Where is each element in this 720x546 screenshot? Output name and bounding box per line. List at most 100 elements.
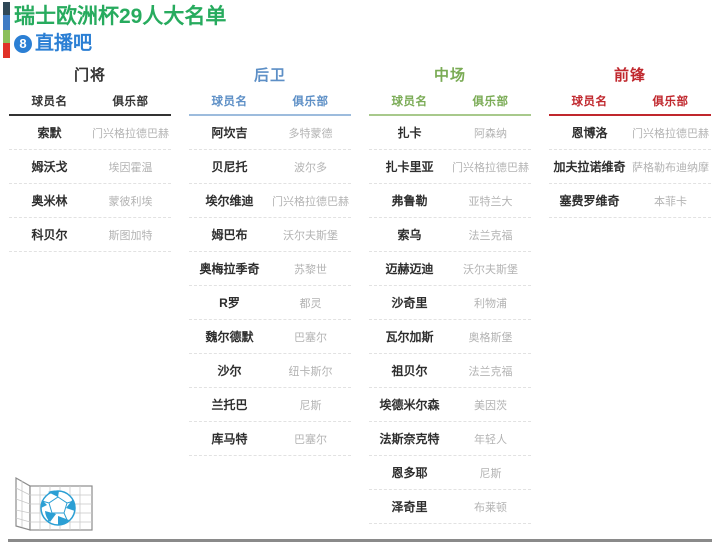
table-row[interactable]: 扎卡 阿森纳 xyxy=(369,116,531,150)
table-row[interactable]: 沙尔 纽卡斯尔 xyxy=(189,354,351,388)
header-club: 俱乐部 xyxy=(652,96,689,108)
column-header-defender: 球员名 俱乐部 xyxy=(189,88,351,116)
player-club: 门兴格拉德巴赫 xyxy=(272,195,349,208)
table-row[interactable]: 库马特 巴塞尔 xyxy=(189,422,351,456)
player-name: 科贝尔 xyxy=(31,228,68,242)
table-row[interactable]: 弗鲁勒 亚特兰大 xyxy=(369,184,531,218)
table-row[interactable]: 奥梅拉季奇 苏黎世 xyxy=(189,252,351,286)
player-name: 泽奇里 xyxy=(391,500,428,514)
player-club: 巴塞尔 xyxy=(294,433,327,446)
accent-segment-navy xyxy=(3,2,10,16)
column-defender: 后卫 球员名 俱乐部 阿坎吉 多特蒙德 贝尼托 波尔多 埃尔维迪 门兴格拉德巴赫… xyxy=(180,64,360,524)
table-row[interactable]: 迈赫迈迪 沃尔夫斯堡 xyxy=(369,252,531,286)
player-club: 奥格斯堡 xyxy=(468,331,513,344)
player-name: 瓦尔加斯 xyxy=(385,330,434,344)
player-club: 斯图加特 xyxy=(108,229,153,242)
player-club: 沃尔夫斯堡 xyxy=(463,263,518,276)
player-club: 法兰克福 xyxy=(468,229,513,242)
player-name: 兰托巴 xyxy=(211,398,248,412)
player-name: 奥米林 xyxy=(31,194,68,208)
header-club: 俱乐部 xyxy=(292,96,329,108)
table-row[interactable]: 加夫拉诺维奇 萨格勒布迪纳摩 xyxy=(549,150,711,184)
player-club: 巴塞尔 xyxy=(294,331,327,344)
column-title-defender: 后卫 xyxy=(253,67,286,84)
table-row[interactable]: 索乌 法兰克福 xyxy=(369,218,531,252)
player-name: 埃德米尔森 xyxy=(379,398,440,412)
player-name: 库马特 xyxy=(211,432,248,446)
brand-name: 直播吧 xyxy=(35,33,93,54)
player-name: 魏尔德默 xyxy=(205,330,254,344)
player-club: 利物浦 xyxy=(474,297,507,310)
table-row[interactable]: 姆沃戈 埃因霍温 xyxy=(9,150,171,184)
table-row[interactable]: 索默 门兴格拉德巴赫 xyxy=(9,116,171,150)
table-row[interactable]: 泽奇里 布莱顿 xyxy=(369,490,531,524)
player-name: 姆巴布 xyxy=(211,228,248,242)
player-name: 加夫拉诺维奇 xyxy=(553,160,626,174)
player-club: 多特蒙德 xyxy=(288,127,333,140)
table-row[interactable]: 科贝尔 斯图加特 xyxy=(9,218,171,252)
table-row[interactable]: 沙奇里 利物浦 xyxy=(369,286,531,320)
table-row[interactable]: 瓦尔加斯 奥格斯堡 xyxy=(369,320,531,354)
soccer-goal-icon xyxy=(12,466,104,536)
player-club: 美因茨 xyxy=(474,399,507,412)
header-club: 俱乐部 xyxy=(112,96,149,108)
column-title-goalkeeper: 门将 xyxy=(73,67,106,84)
accent-segment-red xyxy=(3,43,10,58)
table-row[interactable]: 奥米林 蒙彼利埃 xyxy=(9,184,171,218)
table-row[interactable]: 兰托巴 尼斯 xyxy=(189,388,351,422)
table-row[interactable]: R罗 都灵 xyxy=(189,286,351,320)
player-name: 索乌 xyxy=(397,228,422,242)
player-club: 苏黎世 xyxy=(294,263,327,276)
accent-color-bar xyxy=(3,2,10,58)
player-club: 蒙彼利埃 xyxy=(108,195,153,208)
column-title-midfield: 中场 xyxy=(433,67,466,84)
player-club: 波尔多 xyxy=(294,161,327,174)
player-name: 贝尼托 xyxy=(211,160,248,174)
table-row[interactable]: 魏尔德默 巴塞尔 xyxy=(189,320,351,354)
player-name: 索默 xyxy=(37,126,62,140)
table-row[interactable]: 扎卡里亚 门兴格拉德巴赫 xyxy=(369,150,531,184)
player-club: 尼斯 xyxy=(479,467,502,480)
table-row[interactable]: 恩多耶 尼斯 xyxy=(369,456,531,490)
table-row[interactable]: 埃德米尔森 美因茨 xyxy=(369,388,531,422)
table-row[interactable]: 塞费罗维奇 本菲卡 xyxy=(549,184,711,218)
table-row[interactable]: 阿坎吉 多特蒙德 xyxy=(189,116,351,150)
header-player-name: 球员名 xyxy=(391,96,428,108)
accent-segment-green xyxy=(3,30,10,44)
player-club: 年轻人 xyxy=(474,433,507,446)
player-name: 迈赫迈迪 xyxy=(385,262,434,276)
page-header: 瑞士欧洲杯29人大名单 8 直播吧 xyxy=(0,0,720,58)
header-club: 俱乐部 xyxy=(472,96,509,108)
player-club: 纽卡斯尔 xyxy=(288,365,333,378)
table-row[interactable]: 恩博洛 门兴格拉德巴赫 xyxy=(549,116,711,150)
column-header-goalkeeper: 球员名 俱乐部 xyxy=(9,88,171,116)
table-row[interactable]: 法斯奈克特 年轻人 xyxy=(369,422,531,456)
column-header-midfield: 球员名 俱乐部 xyxy=(369,88,531,116)
player-name: 姆沃戈 xyxy=(31,160,68,174)
header-player-name: 球员名 xyxy=(571,96,608,108)
player-name: 恩博洛 xyxy=(571,126,608,140)
player-club: 阿森纳 xyxy=(474,127,507,140)
column-midfield: 中场 球员名 俱乐部 扎卡 阿森纳 扎卡里亚 门兴格拉德巴赫 弗鲁勒 亚特兰大 … xyxy=(360,64,540,524)
brand-logo: 8 直播吧 xyxy=(14,32,720,56)
player-name: 扎卡里亚 xyxy=(385,160,434,174)
player-name: 恩多耶 xyxy=(391,466,428,480)
header-player-name: 球员名 xyxy=(211,96,248,108)
player-name: 祖贝尔 xyxy=(391,364,428,378)
column-title-forward: 前锋 xyxy=(613,67,646,84)
table-row[interactable]: 姆巴布 沃尔夫斯堡 xyxy=(189,218,351,252)
player-name: 沙尔 xyxy=(217,364,242,378)
table-row[interactable]: 贝尼托 波尔多 xyxy=(189,150,351,184)
brand-circle-8-icon: 8 xyxy=(14,35,32,53)
table-row[interactable]: 埃尔维迪 门兴格拉德巴赫 xyxy=(189,184,351,218)
player-club: 沃尔夫斯堡 xyxy=(283,229,338,242)
accent-segment-blue xyxy=(3,15,10,30)
column-goalkeeper: 门将 球员名 俱乐部 索默 门兴格拉德巴赫 姆沃戈 埃因霍温 奥米林 蒙彼利埃 … xyxy=(0,64,180,524)
player-name: 埃尔维迪 xyxy=(205,194,254,208)
player-name: 阿坎吉 xyxy=(211,126,248,140)
player-club: 布莱顿 xyxy=(474,501,507,514)
player-name: R罗 xyxy=(219,296,240,310)
player-name: 沙奇里 xyxy=(391,296,428,310)
table-row[interactable]: 祖贝尔 法兰克福 xyxy=(369,354,531,388)
player-name: 塞费罗维奇 xyxy=(559,194,620,208)
